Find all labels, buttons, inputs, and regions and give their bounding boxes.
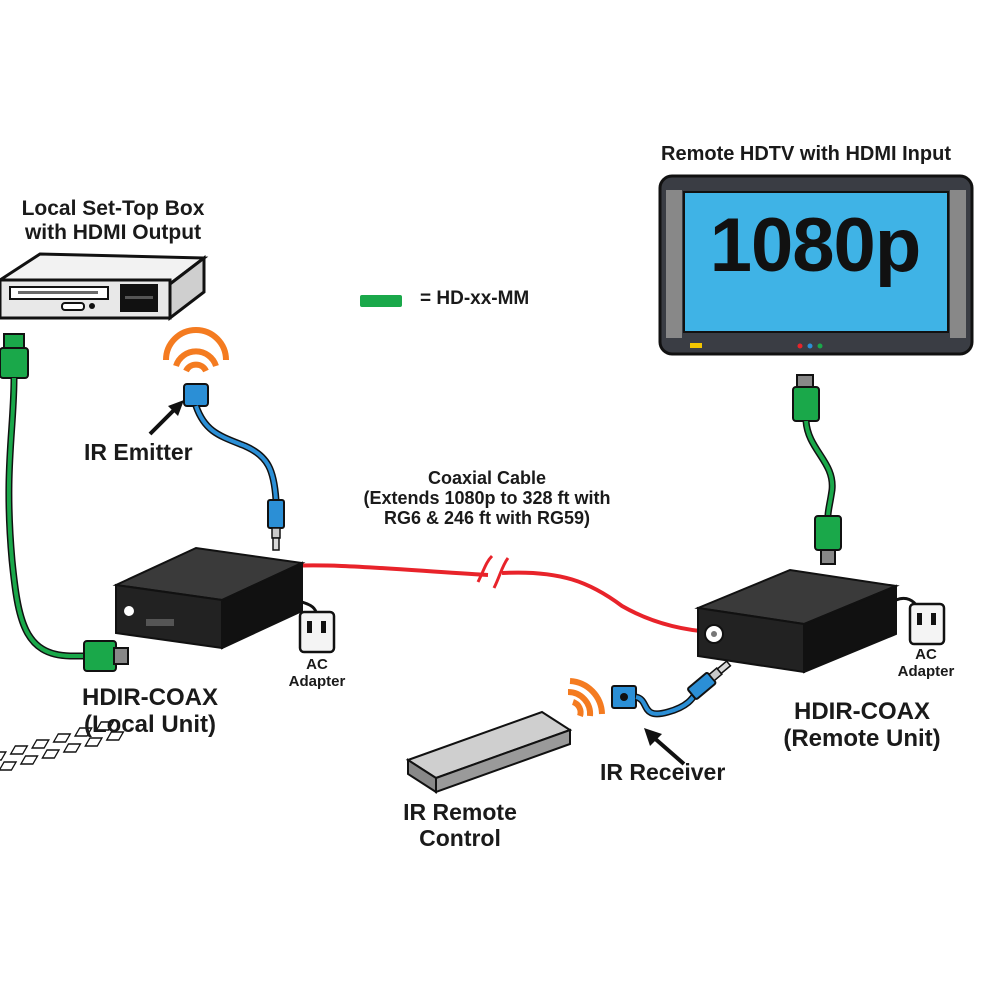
- coaxial-cable-label: Coaxial Cable (Extends 1080p to 328 ft w…: [326, 468, 648, 528]
- remote-unit: [694, 568, 920, 674]
- legend-label: = HD-xx-MM: [420, 288, 530, 309]
- coaxial-cable-label-line-2: (Extends 1080p to 328 ft with: [363, 488, 611, 509]
- coaxial-cable: [271, 554, 713, 634]
- hdtv-screen-text: 1080p: [709, 203, 922, 288]
- ac-adapter-local-label: AC Adapter: [282, 656, 352, 691]
- ac-adapter-remote-icon: [908, 602, 946, 646]
- set-top-box-label-line-2: with HDMI Output: [24, 220, 202, 244]
- remote-unit-label-line-2: (Remote Unit): [783, 724, 941, 752]
- set-top-box: [0, 252, 209, 322]
- local-unit-label: HDIR-COAX (Local Unit): [40, 684, 260, 739]
- ir-emitter-label: IR Emitter: [84, 439, 193, 465]
- hdmi-cable-local: [0, 333, 129, 672]
- local-unit: [112, 546, 318, 650]
- hdtv-label: Remote HDTV with HDMI Input: [661, 143, 951, 165]
- ir-emitter-arrow: [148, 400, 184, 436]
- set-top-box-label: Local Set-Top Box with HDMI Output: [0, 197, 226, 244]
- ir-remote-label-line-1: IR Remote: [403, 799, 517, 825]
- ir-receiver-label: IR Receiver: [600, 759, 726, 785]
- remote-hdtv: [658, 174, 974, 356]
- legend-swatch: [360, 295, 402, 307]
- coaxial-cable-label-line-1: Coaxial Cable: [427, 468, 547, 488]
- ir-emitter: [163, 327, 285, 551]
- ac-adapter-remote-label: AC Adapter: [888, 646, 964, 681]
- ac-adapter-local-icon: [298, 610, 336, 654]
- set-top-box-label-line-1: Local Set-Top Box: [21, 197, 205, 220]
- remote-unit-label: HDIR-COAX (Remote Unit): [752, 698, 972, 753]
- ir-receiver: [611, 660, 732, 718]
- ac-adapter-remote-label-line-1: AC: [915, 646, 937, 663]
- ir-remote-label: IR Remote Control: [370, 799, 550, 852]
- ac-adapter-local-label-line-2: Adapter: [288, 672, 346, 690]
- remote-unit-label-line-1: HDIR-COAX: [794, 698, 930, 725]
- coaxial-cable-label-line-3: RG6 & 246 ft with RG59): [383, 508, 591, 529]
- ir-remote-control: [0, 678, 605, 794]
- ir-remote-label-line-2: Control: [419, 824, 501, 851]
- ir-receiver-arrow: [644, 728, 686, 766]
- ac-adapter-local-label-line-1: AC: [306, 656, 328, 673]
- hdmi-cable-remote: [792, 374, 842, 565]
- ac-adapter-remote-label-line-2: Adapter: [897, 662, 955, 680]
- local-unit-label-line-2: (Local Unit): [84, 710, 216, 738]
- local-unit-label-line-1: HDIR-COAX: [82, 684, 218, 711]
